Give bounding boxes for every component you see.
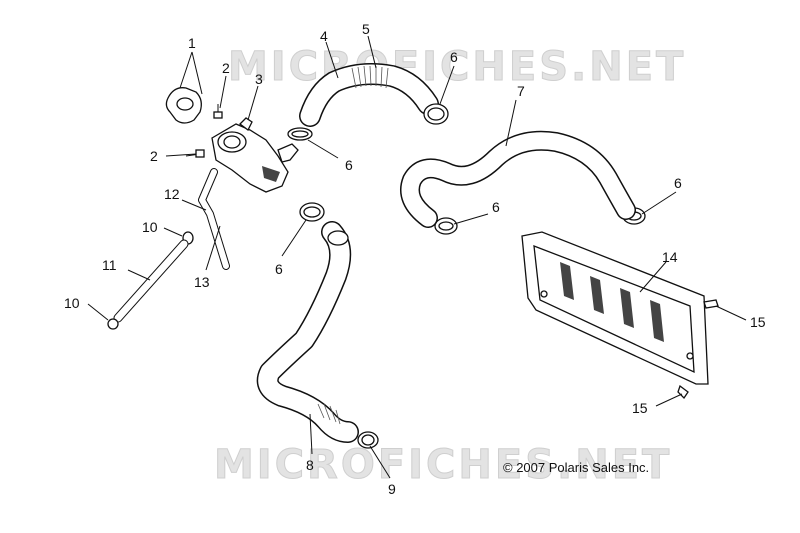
- callout-12: 12: [164, 186, 180, 202]
- clamp-part-middle: [287, 127, 313, 141]
- callout-5: 5: [362, 21, 370, 37]
- clamp-part-hose7-left: [434, 217, 458, 235]
- screw-part-lower: [185, 149, 205, 158]
- straight-tube-part: [113, 239, 189, 323]
- callout-3: 3: [255, 71, 263, 87]
- clamp-part-lower: [357, 431, 379, 449]
- callout-6-left: 6: [275, 261, 283, 277]
- callout-15-upper: 15: [750, 314, 766, 330]
- callout-2-lower: 2: [150, 148, 158, 164]
- panel-part: [521, 231, 709, 385]
- clamp-part-upper: [423, 103, 449, 125]
- callout-13: 13: [194, 274, 210, 290]
- rivet-part-upper: [703, 299, 719, 309]
- callout-2-upper: 2: [222, 60, 230, 76]
- leader-lines: [87, 35, 747, 479]
- callout-10-upper: 10: [142, 219, 158, 235]
- plug-part-lower: [107, 318, 119, 330]
- reservoir-housing-part: [211, 117, 299, 193]
- callout-10-lower: 10: [64, 295, 80, 311]
- rivet-part-lower: [677, 384, 689, 400]
- long-hose-part: [400, 130, 636, 228]
- callout-11: 11: [102, 257, 117, 273]
- clamp-part-left: [299, 202, 325, 222]
- callout-8: 8: [306, 457, 314, 473]
- callout-6-upper: 6: [450, 49, 458, 65]
- upper-hose-part: [299, 63, 439, 127]
- callout-4: 4: [320, 28, 328, 44]
- callout-7: 7: [517, 83, 525, 99]
- screw-part-upper: [213, 104, 223, 119]
- callout-9: 9: [388, 481, 396, 497]
- cap-part: [165, 87, 202, 124]
- callout-6-middle: 6: [345, 157, 353, 173]
- bent-tube-part: [198, 168, 230, 270]
- lower-hose-part: [256, 221, 359, 443]
- callout-14: 14: [662, 249, 678, 265]
- callout-1: 1: [188, 35, 196, 51]
- callout-6-right: 6: [674, 175, 682, 191]
- callout-15-lower: 15: [632, 400, 648, 416]
- callout-6-center: 6: [492, 199, 500, 215]
- copyright-notice: © 2007 Polaris Sales Inc.: [503, 460, 650, 475]
